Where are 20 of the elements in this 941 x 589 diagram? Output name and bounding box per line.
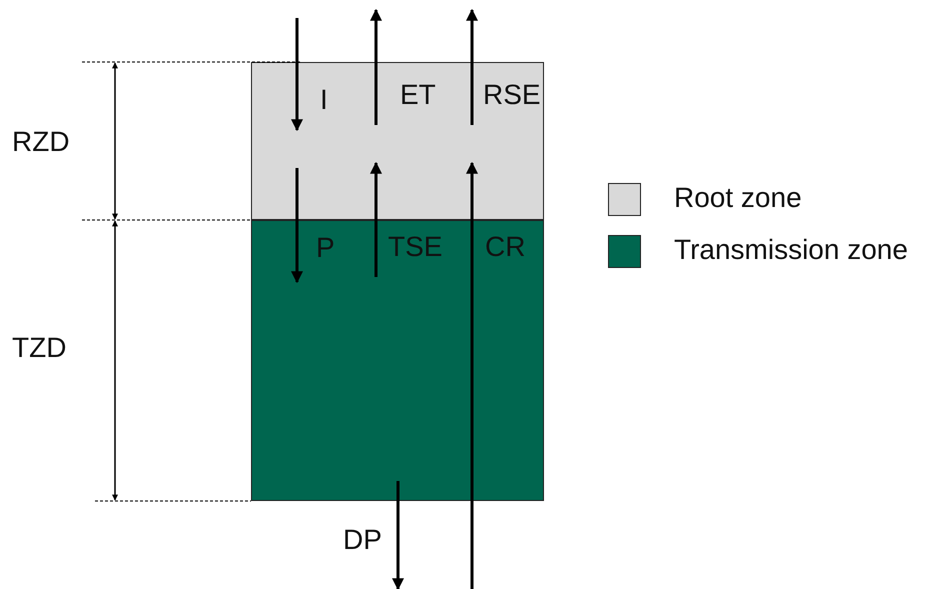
edge-label: DP [343, 524, 382, 556]
arrow [392, 481, 404, 589]
arrow [291, 18, 303, 132]
edge-label: RSE [483, 79, 541, 111]
transmission-zone-box [251, 220, 544, 501]
dimension-label: TZD [12, 332, 66, 364]
arrow [291, 168, 303, 284]
edge-label: CR [485, 231, 526, 263]
edge-label: P [316, 232, 335, 264]
arrow [370, 8, 382, 125]
edge-label: I [320, 84, 328, 116]
legend-label: Transmission zone [674, 234, 908, 266]
edge-label: TSE [388, 231, 442, 263]
edge-label: ET [400, 79, 436, 111]
dimension-label: RZD [12, 126, 70, 158]
arrow [466, 8, 478, 125]
arrow [370, 162, 382, 277]
arrow [466, 162, 478, 589]
root-zone-box [251, 62, 544, 220]
legend-label: Root zone [674, 182, 802, 214]
